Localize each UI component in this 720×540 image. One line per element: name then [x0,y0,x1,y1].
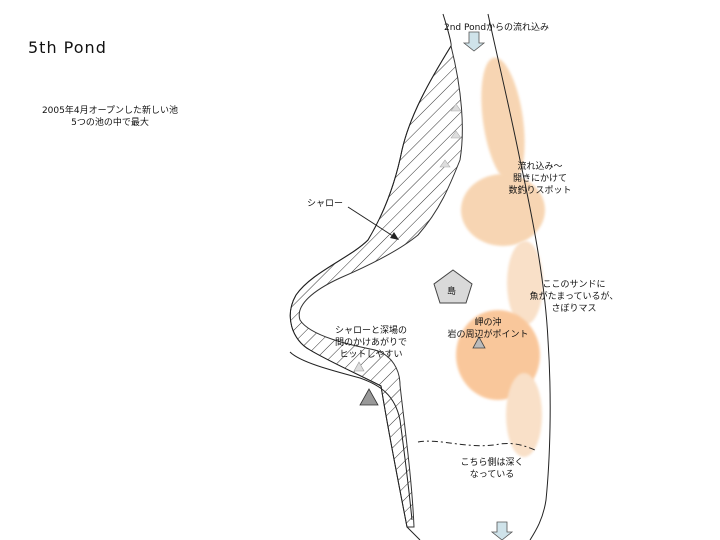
cape-point-line-1: 岬の沖 [474,318,502,328]
rock-upper-2 [450,130,462,139]
sand-label: ここのサンドに 魚がたまっているが、 さぼりマス [524,279,624,315]
slope-label: シャローと深場の 間のかけあがりで ヒットしやすい [326,325,416,361]
hotspot-inflow-channel [481,57,525,183]
intro-line-1: 2005年4月オープンした新しい池 [41,106,179,116]
island-label: 島 [447,287,457,297]
inflow-spot-line-1: 流れ込み～ [517,162,563,172]
hotspot-inflow-opening [461,174,545,246]
rock-upper-1 [450,103,462,112]
cape-point-label: 岬の沖 岩の周辺がポイント [436,317,540,341]
inflow-spot-label: 流れ込み～ 開きにかけて 数釣りスポット [500,161,580,197]
inflow-label: 2nd Pondからの流れ込み [444,23,550,33]
rock-slope-large [359,388,379,406]
hotspot-lower [506,373,542,457]
depth-line [417,440,536,451]
triangle-rock-icon [353,103,486,406]
inflow-arrow [462,31,486,52]
sand-line-2: 魚がたまっているが、 [529,292,619,302]
intro-line-2: 5つの池の中で最大 [71,118,149,128]
cape-point-line-2: 岩の周辺がポイント [447,330,529,340]
sand-line-3: さぼりマス [551,304,597,314]
hotspot-sand [507,241,543,325]
deep-line-1: こちら側は深く [460,458,524,468]
inflow-spot-line-3: 数釣りスポット [508,186,572,196]
shallow-label: シャロー [307,199,344,209]
deep-line-2: なっている [469,470,515,480]
rock-upper-3 [439,159,451,168]
inflow-spot-line-2: 開きにかけて [512,174,567,184]
outflow-arrow [490,521,514,540]
pond-outline [289,13,551,540]
deep-label: こちら側は深く なっている [452,457,532,481]
intro-text: 2005年4月オープンした新しい池 5つの池の中で最大 [30,105,190,129]
rock-cape [472,336,486,349]
left-shore-line [289,13,452,540]
mid-left-shore-line [289,351,413,521]
pentagon-island-icon [433,269,473,304]
hotspot-zones [456,57,545,457]
right-shore-line [487,13,551,540]
page-title: 5th Pond [28,38,107,57]
slope-line-1: シャローと深場の [334,326,407,336]
shallow-pointer-arrow [347,206,399,240]
rock-slope-small [353,361,365,372]
down-arrow-icon [462,31,486,52]
down-arrow-icon [490,521,514,540]
slope-line-3: ヒットしやすい [339,350,403,360]
slope-line-2: 間のかけあがりで [334,338,407,348]
sand-line-1: ここのサンドに [542,280,606,290]
